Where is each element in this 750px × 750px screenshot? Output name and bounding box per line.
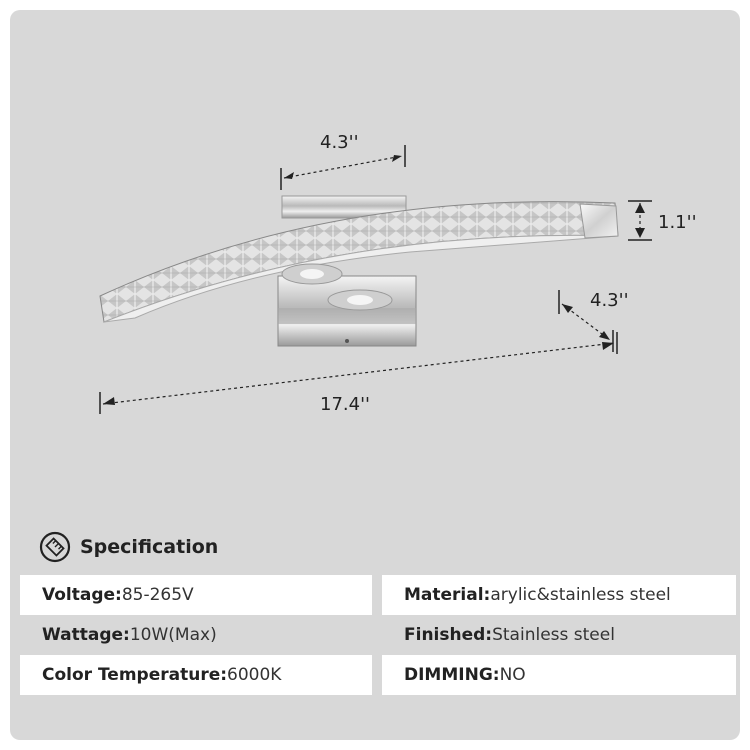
spec-value: arylic&stainless steel [490,585,671,605]
dimension-depth-label: 4.3'' [590,290,629,311]
spec-value: 85-265V [121,585,194,605]
spec-row-color-temperature: Color Temperature:6000K [20,655,372,695]
spec-value: Stainless steel [492,625,615,645]
dimension-length-label: 17.4'' [320,394,370,415]
spec-value: 10W(Max) [129,625,217,645]
specification-heading: Specification [38,530,218,564]
spec-label: Finished: [404,625,493,645]
dimension-depth: 4.3'' [558,290,629,352]
mount-plate [281,195,407,219]
spec-row-wattage: Wattage:10W(Max) [20,615,372,655]
spec-label: Wattage: [42,625,130,645]
spec-label: Voltage: [42,585,122,605]
ruler-circle-icon [39,531,71,563]
spec-row-material: Material:arylic&stainless steel [382,575,736,615]
light-fixture [99,201,619,323]
wall-bracket [277,275,417,347]
spec-label: Material: [404,585,491,605]
spec-value: NO [499,665,526,685]
dimension-length: 17.4'' [99,332,618,415]
spec-row-voltage: Voltage:85-265V [20,575,372,615]
spec-label: DIMMING: [404,665,500,685]
dimension-top-width-label: 4.3'' [320,132,359,153]
spec-value: 6000K [227,665,282,685]
spec-row-dimming: DIMMING:NO [382,655,736,695]
product-card [10,10,740,740]
spec-row-finished: Finished:Stainless steel [382,615,736,655]
spec-label: Color Temperature: [42,665,228,685]
dimension-top-width: 4.3'' [280,132,406,190]
specification-title: Specification [80,536,219,558]
dimension-height-label: 1.1'' [658,212,697,233]
dimension-height: 1.1'' [628,200,697,241]
